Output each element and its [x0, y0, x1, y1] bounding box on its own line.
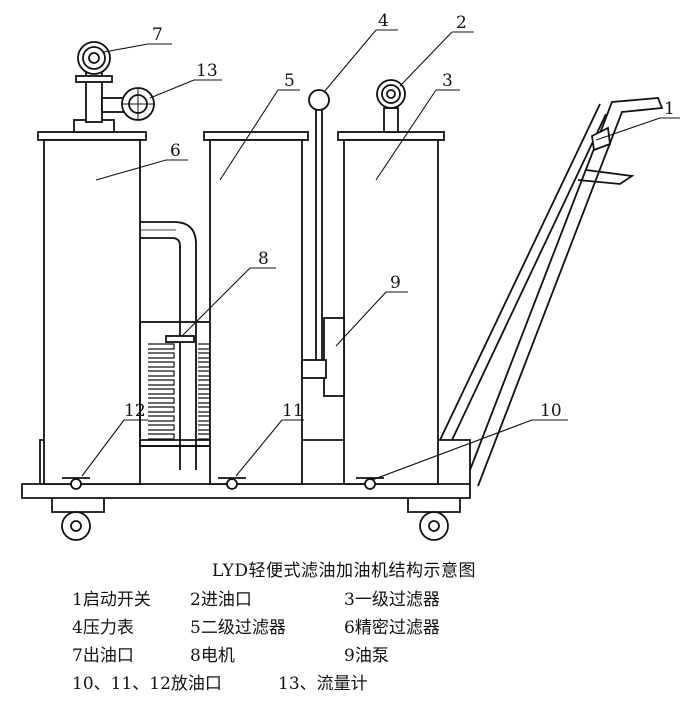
- motor-shaft: [165, 335, 195, 343]
- fine-filter-cylinder: [37, 131, 147, 485]
- callout-2: 2: [456, 13, 467, 33]
- motor-coil: [148, 343, 211, 440]
- handle-frame: [439, 97, 664, 487]
- filter-machine-diagram: 7 13 4 2 5 3 1 6 8 9 12 11 10: [21, 11, 680, 541]
- legend-item: 8电机: [190, 646, 235, 666]
- coil-turn-right: [198, 343, 211, 350]
- coil-turn-right: [198, 370, 211, 377]
- coil-turn-right: [198, 388, 211, 395]
- coil-turn-left: [148, 424, 175, 431]
- callout-7: 7: [152, 25, 163, 45]
- coil-turn-left: [148, 379, 175, 386]
- callout-10: 10: [540, 401, 562, 421]
- legend-item: 3一级过滤器: [344, 590, 440, 610]
- leader-lines: [81, 29, 680, 481]
- oil-pump: [301, 317, 345, 397]
- callout-12: 12: [124, 401, 146, 421]
- coil-turn-right: [198, 361, 211, 368]
- legend-item: 10、11、12放油口: [72, 674, 222, 694]
- coil-turn-left: [148, 397, 175, 404]
- callout-5: 5: [284, 71, 295, 91]
- coil-turn-right: [198, 379, 211, 386]
- coil-turn-right: [198, 397, 211, 404]
- drain-valve-12: [62, 477, 90, 490]
- callout-11: 11: [282, 401, 304, 421]
- legend-item: 6精密过滤器: [344, 618, 440, 638]
- coil-turn-left: [148, 370, 175, 377]
- coil-turn-left: [148, 361, 175, 368]
- drain-valve-11: [218, 477, 246, 490]
- coil-turn-left: [148, 352, 175, 359]
- oil-inlet: [376, 79, 406, 133]
- callout-6: 6: [170, 141, 181, 161]
- oil-outlet: [73, 41, 115, 133]
- diagram-caption: LYD轻便式滤油加油机结构示意图: [211, 561, 477, 581]
- drain-valve-10: [356, 477, 384, 490]
- callout-13: 13: [196, 61, 218, 81]
- legend-item: 9油泵: [344, 646, 389, 666]
- callout-9: 9: [390, 273, 401, 293]
- secondary-filter-cylinder: [203, 131, 309, 485]
- pressure-gauge: [308, 89, 330, 360]
- coil-turn-right: [198, 352, 211, 359]
- legend-item: 1启动开关: [72, 590, 151, 610]
- legend-item: 13、流量计: [278, 674, 368, 694]
- coil-turn-left: [148, 433, 175, 440]
- left-wheel: [51, 498, 105, 541]
- coil-turn-right: [198, 406, 211, 413]
- coil-turn-left: [148, 415, 175, 422]
- coil-turn-right: [198, 424, 211, 431]
- flow-meter: [101, 87, 155, 121]
- coil-turn-left: [148, 406, 175, 413]
- legend-item: 7出油口: [72, 646, 134, 666]
- legend-item: 5二级过滤器: [190, 618, 286, 638]
- legend-item: 2进油口: [190, 590, 252, 610]
- coil-turn-left: [148, 343, 175, 350]
- primary-filter-cylinder: [337, 131, 445, 485]
- legend-item: 4压力表: [72, 618, 134, 638]
- coil-turn-left: [148, 388, 175, 395]
- callout-1: 1: [664, 99, 675, 119]
- connecting-pipe: [140, 221, 197, 470]
- callout-8: 8: [258, 249, 269, 269]
- callout-4: 4: [378, 11, 389, 31]
- right-wheel: [407, 498, 461, 541]
- coil-turn-right: [198, 415, 211, 422]
- coil-turn-right: [198, 433, 211, 440]
- callout-3: 3: [442, 71, 453, 91]
